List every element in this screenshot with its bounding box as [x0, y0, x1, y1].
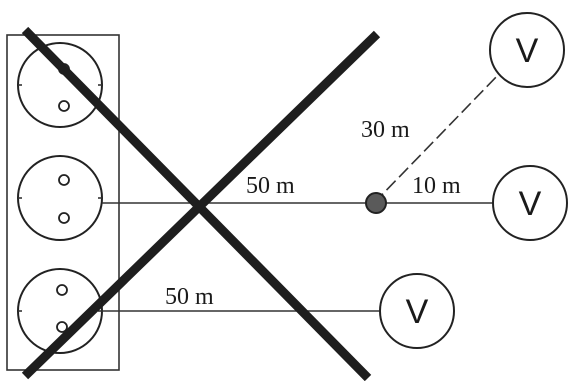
distance-label-short: 10 m: [412, 173, 461, 199]
voltmeter-right-label: V: [519, 185, 542, 223]
voltmeter-bottom-label: V: [406, 293, 429, 331]
voltmeter-bottom: V: [379, 273, 455, 349]
voltmeter-right: V: [492, 165, 568, 241]
socket-bottom: [17, 268, 103, 354]
voltmeter-top: V: [489, 12, 565, 88]
voltmeter-top-label: V: [516, 32, 539, 70]
distance-label-diagonal: 30 m: [361, 117, 410, 143]
socket-top: [17, 42, 103, 128]
distance-label-bottom: 50 m: [165, 284, 214, 310]
distance-label-middle: 50 m: [246, 173, 295, 199]
junction-node: [365, 192, 387, 214]
cross-line-2: [21, 30, 381, 380]
socket-middle: [17, 155, 103, 241]
wire-node-to-voltmeter-top: [373, 71, 502, 204]
